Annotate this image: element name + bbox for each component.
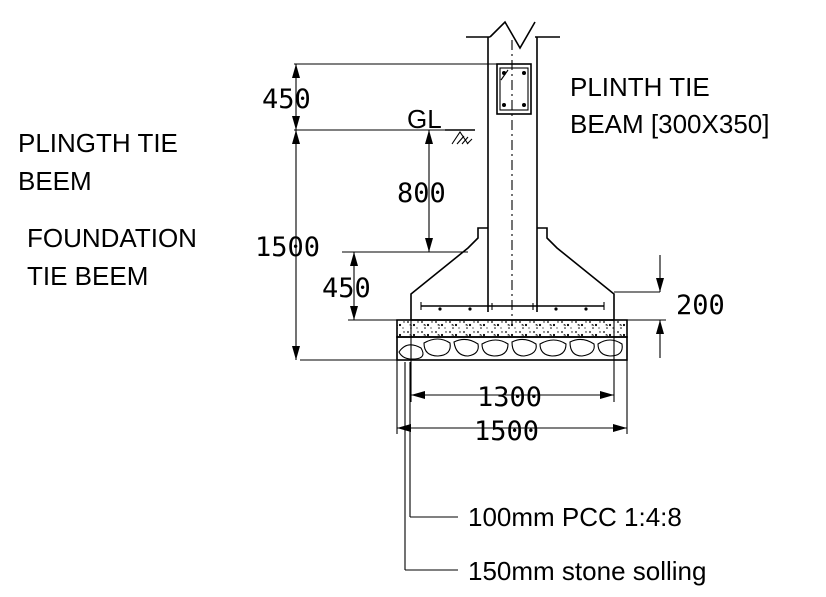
base-thickness-dimension: [614, 255, 666, 358]
note-leaders: [404, 362, 458, 571]
total-depth-dim: 1500: [255, 232, 320, 263]
plingth-tie-beem-label-1: PLINGTH TIE: [18, 128, 178, 158]
plinth-depth-dim: 450: [262, 84, 311, 115]
plingth-tie-beem-label-2: BEEM: [18, 166, 92, 196]
foundation-tie-beem-label-1: FOUNDATION: [27, 223, 197, 253]
ground-level-symbol: [445, 129, 475, 145]
plinth-tie-beam-label-2: BEAM [300X350]: [570, 109, 769, 139]
slope-height-dim: 450: [322, 273, 371, 304]
pcc-width-dim: 1500: [474, 416, 539, 447]
gl-depth-dimension: [342, 130, 468, 253]
footing-width-dim: 1300: [477, 382, 542, 413]
base-thickness-dim: 200: [676, 290, 725, 321]
gl-depth-dim: 800: [397, 178, 446, 209]
slope-height-dimension: [348, 252, 411, 321]
plinth-tie-beam-section: [496, 63, 532, 115]
width-dimensions: [396, 320, 628, 434]
foundation-tie-beem-label-2: TIE BEEM: [27, 261, 148, 291]
pcc-note: 100mm PCC 1:4:8: [468, 502, 682, 532]
stone-soling-note: 150mm stone solling: [468, 556, 706, 586]
column: [466, 20, 560, 325]
left-dimensions: [292, 63, 497, 361]
plinth-tie-beam-label-1: PLINTH TIE: [570, 72, 710, 102]
pcc-layer: [396, 319, 628, 338]
stone-soling-layer: [396, 336, 628, 361]
ground-level-label: GL: [407, 104, 442, 134]
